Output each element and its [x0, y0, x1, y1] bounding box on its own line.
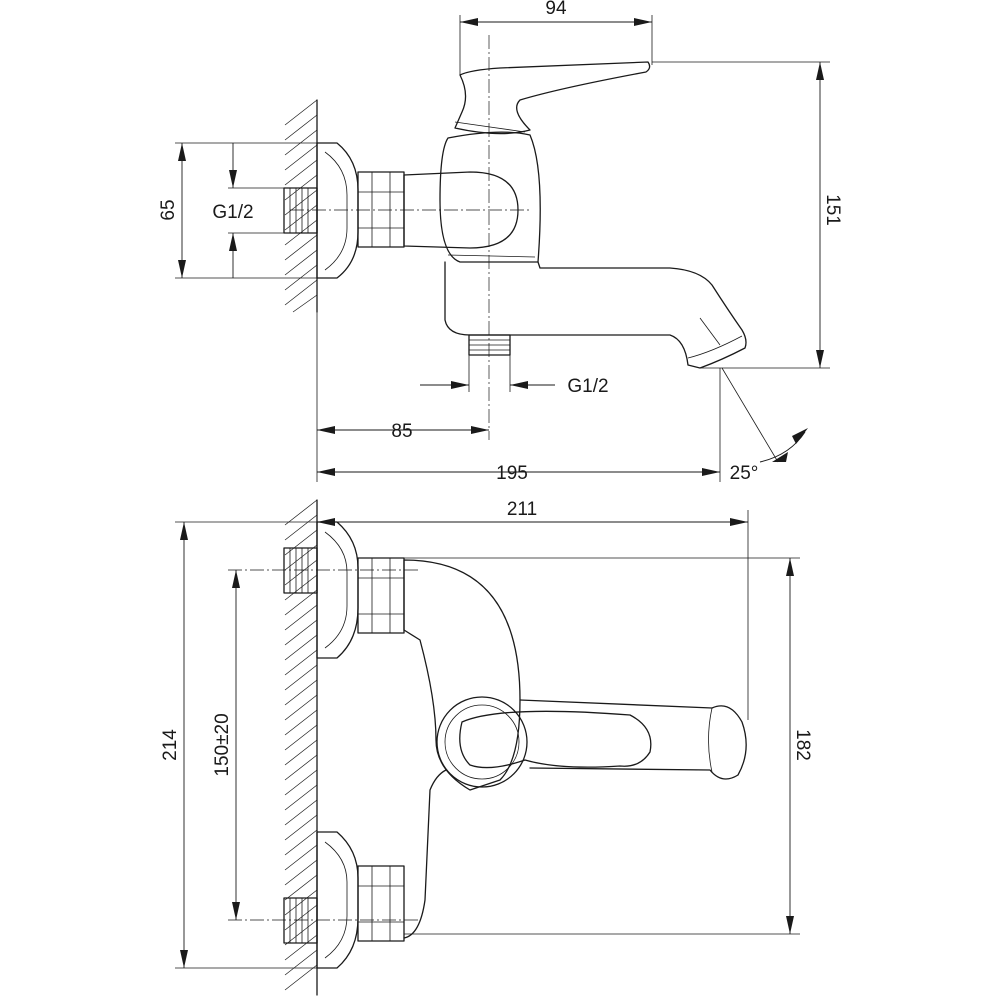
handle-base-top — [436, 696, 528, 788]
dim-151: 151 — [652, 61, 843, 369]
dim-211-label: 211 — [507, 499, 537, 520]
wall-hatch-side — [284, 99, 318, 313]
dim-94: 94 — [459, 0, 653, 75]
dim-65-label: 65 — [158, 199, 179, 220]
dim-65: 65 — [158, 142, 337, 279]
dim-195-label: 195 — [496, 463, 528, 484]
spout-side — [444, 261, 747, 369]
outlet-thread-side — [468, 334, 511, 356]
top-view: 211 214 150±20 182 — [160, 499, 813, 996]
dim-182: 182 — [404, 557, 813, 935]
body-lower-top — [403, 769, 447, 939]
dim-182-label: 182 — [792, 729, 813, 761]
lever-top — [459, 710, 652, 769]
dim-211: 211 — [316, 499, 749, 720]
inlet-thread-label: G1/2 — [212, 202, 253, 223]
dim-angle-label: 25° — [730, 463, 759, 484]
dim-94-label: 94 — [545, 0, 567, 19]
dim-inlet-thread: G1/2 — [212, 143, 284, 278]
lever-side — [454, 61, 651, 135]
dim-195: 195 — [317, 368, 721, 484]
dim-214: 214 — [160, 521, 317, 969]
outlet-thread-label: G1/2 — [567, 376, 608, 397]
dim-angle: 25° — [721, 367, 808, 484]
dim-85: 85 — [316, 312, 489, 482]
side-view: 94 151 65 G1/2 — [158, 0, 843, 484]
dim-150: 150±20 — [212, 570, 240, 920]
mixer-body-side — [439, 131, 541, 263]
union-nut-side — [357, 171, 405, 248]
inlet-thread-side — [283, 187, 318, 234]
dim-214-label: 214 — [160, 729, 181, 761]
lower-inlet-top — [283, 831, 405, 969]
dim-151-label: 151 — [822, 194, 843, 226]
spout-top — [519, 699, 747, 780]
dim-outlet-thread: G1/2 — [420, 355, 609, 397]
dim-150-label: 150±20 — [212, 713, 233, 776]
upper-inlet-top — [283, 521, 405, 659]
body-upper-top — [403, 559, 521, 791]
dim-85-label: 85 — [391, 421, 412, 442]
